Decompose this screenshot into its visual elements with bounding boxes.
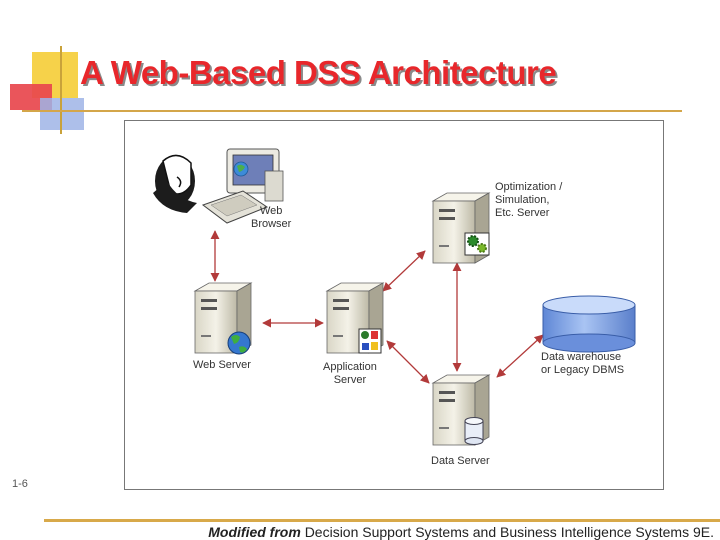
data-server-label: Data Server (431, 455, 490, 467)
page-number: 1-6 (12, 478, 28, 490)
apps-icon (358, 328, 382, 354)
globe-icon (227, 331, 251, 355)
computer-icon (201, 148, 284, 224)
data-warehouse-icon (542, 295, 636, 353)
title-underline (22, 110, 682, 112)
web-server-label: Web Server (193, 359, 251, 371)
footer-source: Decision Support Systems and Business In… (304, 524, 714, 540)
connection-appserver-dataserver (386, 340, 430, 384)
user-icon (153, 154, 197, 213)
gear-icon (464, 232, 490, 256)
footer-prefix: Modified from (208, 524, 301, 540)
corner-square-blue (40, 98, 84, 130)
slide-title: A Web-Based DSS Architecture (80, 54, 557, 91)
corner-vertical-line (60, 46, 62, 134)
connection-dataserver-warehouse (496, 334, 544, 378)
diagram-canvas (153, 148, 636, 446)
footer-citation: Modified from Decision Support Systems a… (208, 524, 714, 540)
optimization-server-label: Optimization /Simulation,Etc. Server (495, 181, 563, 219)
server-icon (325, 282, 385, 354)
connection-appserver-optimization (382, 250, 426, 292)
footer-divider (44, 519, 720, 522)
database-icon (464, 417, 484, 445)
